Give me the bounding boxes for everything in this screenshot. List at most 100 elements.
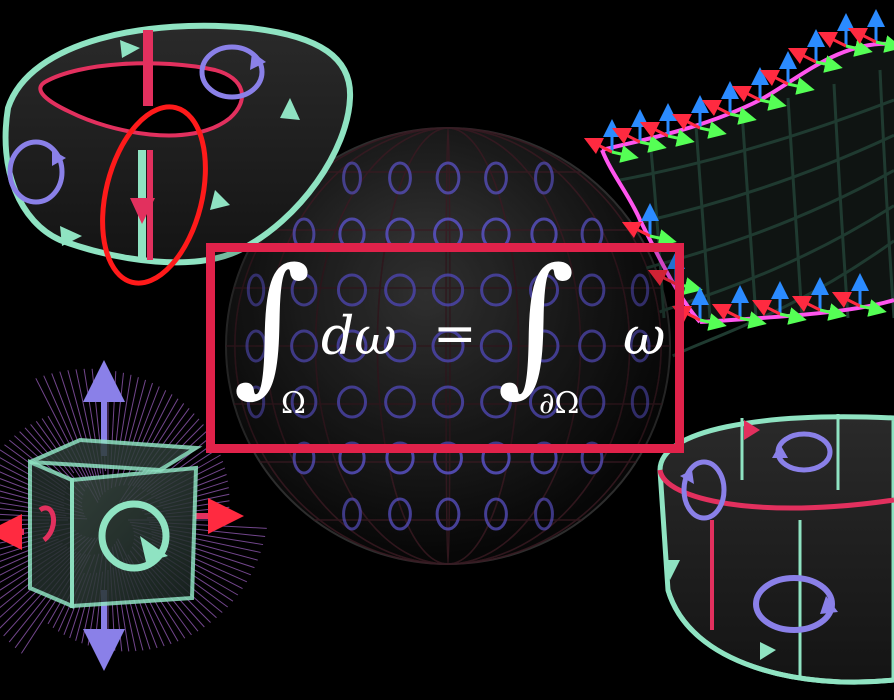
circular-arrow-icon (336, 273, 368, 307)
axis-arrow-icon (751, 299, 781, 317)
axis-arrow-icon (847, 27, 877, 45)
circular-arrow-icon (336, 329, 368, 363)
axis-arrow-icon (671, 113, 701, 131)
circular-arrow-icon (481, 441, 511, 475)
circular-arrow-icon (431, 273, 465, 307)
triangle-arrow-icon (60, 226, 82, 246)
lhs-subscript: Ω (281, 386, 306, 421)
circular-arrow-icon (680, 459, 727, 521)
circular-arrow-icon (629, 329, 651, 363)
circular-arrow-icon (433, 441, 463, 475)
surface-grid-line (619, 98, 894, 182)
triangle-arrow-icon (210, 190, 230, 210)
circular-arrow-icon (630, 273, 650, 307)
equals-sign: = (433, 304, 477, 364)
circular-arrow-icon (290, 385, 318, 419)
cylinder-band-figure (657, 414, 894, 685)
stokes-equation: ∫ Ω dω = ∫ ∂Ω ω (215, 237, 675, 444)
lhs-integrand: dω (321, 307, 397, 367)
circular-arrow-icon (484, 161, 508, 195)
circular-arrow-icon (528, 273, 560, 307)
axis-arrow-icon (701, 99, 731, 117)
circular-arrow-icon (480, 385, 512, 419)
axis-arrow-icon (611, 145, 639, 163)
circular-arrow-icon (753, 575, 838, 633)
circular-arrow-icon (384, 273, 416, 307)
axis-arrow-icon (639, 121, 669, 139)
axis-arrow-icon (611, 127, 641, 145)
highlight-ring (100, 104, 208, 286)
rhs-integral-sign: ∫ (497, 237, 576, 411)
sphere-figure (225, 127, 671, 565)
circular-arrow-icon (528, 385, 560, 419)
equation-frame: ∫ Ω dω = ∫ ∂Ω ω (206, 243, 684, 453)
circular-arrow-icon (384, 385, 416, 419)
cube-figure (0, 360, 267, 671)
lhs-integral-sign: ∫ (233, 237, 312, 411)
rhs-subscript: ∂Ω (539, 386, 580, 421)
axis-arrow-icon (699, 121, 727, 139)
surface-grid-line (878, 69, 894, 319)
axis-arrow-icon (649, 229, 677, 247)
circular-arrow-icon (342, 161, 362, 195)
axis-arrow-icon (759, 93, 787, 111)
triangle-arrow-icon (280, 98, 300, 120)
circular-arrow-icon (435, 161, 461, 195)
circular-arrow-icon (530, 441, 558, 475)
axis-arrow-icon (621, 221, 651, 239)
circular-arrow-icon (431, 385, 465, 419)
rhs-integrand: ω (623, 307, 666, 367)
circular-arrow-icon (578, 273, 606, 307)
circular-arrow-icon (199, 44, 266, 100)
axis-arrow-icon (647, 269, 677, 287)
circular-arrow-icon (435, 497, 461, 531)
circular-arrow-icon (479, 329, 513, 363)
axis-arrow-icon (583, 137, 613, 155)
circular-arrow-icon (431, 329, 465, 363)
triangle-arrow-icon (120, 40, 140, 58)
circular-arrow-icon (342, 497, 362, 531)
circular-arrow-icon (7, 139, 66, 205)
circular-arrow-icon (578, 385, 606, 419)
axis-arrow-icon (815, 55, 843, 73)
circular-arrow-icon (580, 441, 604, 475)
axis-arrow-icon (787, 47, 817, 65)
triangle-arrow-icon (760, 642, 776, 660)
circular-arrow-icon (578, 329, 606, 363)
axis-arrow-icon (699, 313, 727, 331)
axis-arrow-icon (729, 107, 757, 125)
axis-arrow-icon (791, 295, 821, 313)
axis-arrow-icon (779, 307, 807, 325)
circular-arrow-icon (290, 273, 318, 307)
axis-arrow-icon (667, 129, 695, 147)
circular-arrow-icon (290, 329, 318, 363)
twisted-band-figure (2, 22, 354, 286)
circular-arrow-icon (630, 385, 650, 419)
circular-arrow-icon (336, 385, 368, 419)
circular-arrow-icon (292, 441, 316, 475)
circular-arrow-icon (528, 329, 560, 363)
circular-arrow-icon (245, 329, 267, 363)
circular-arrow-icon (772, 431, 833, 473)
circular-arrow-icon (385, 441, 415, 475)
axis-arrow-icon (819, 303, 847, 321)
circular-arrow-icon (534, 161, 554, 195)
axis-arrow-icon (859, 299, 887, 317)
axis-arrow-icon (787, 77, 815, 95)
circular-arrow-icon (246, 273, 266, 307)
circular-arrow-icon (383, 329, 417, 363)
axis-arrow-icon (711, 303, 741, 321)
axis-arrow-icon (831, 291, 861, 309)
circular-arrow-icon (484, 497, 508, 531)
axis-arrow-icon (875, 35, 894, 53)
axis-arrow-icon (759, 69, 789, 87)
axis-arrow-icon (739, 311, 767, 329)
circular-arrow-icon (246, 385, 266, 419)
circular-arrow-icon (388, 161, 412, 195)
circular-arrow-icon (98, 500, 170, 572)
circular-arrow-icon (534, 497, 554, 531)
axis-arrow-icon (639, 135, 667, 153)
circular-arrow-icon (338, 441, 366, 475)
circular-arrow-icon (388, 497, 412, 531)
